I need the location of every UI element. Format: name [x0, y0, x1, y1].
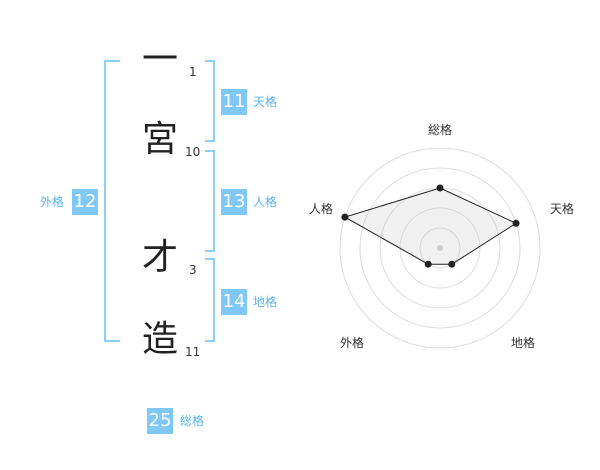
radar-axis-label-soukaku: 総格	[428, 123, 453, 137]
jinkaku-value-badge: 13	[221, 189, 247, 215]
chikaku-label: 地格	[253, 295, 278, 309]
radar-center-dot	[437, 245, 443, 251]
tenkaku-bracket	[205, 60, 215, 142]
radar-axis-label-gaikaku: 外格	[340, 336, 365, 350]
radar-series-area	[343, 187, 518, 265]
radar-ring	[359, 167, 521, 329]
stroke-count-2: 10	[185, 145, 201, 159]
gaikaku-label: 外格	[40, 195, 65, 209]
stroke-count-1: 1	[189, 65, 197, 79]
jinkaku-bracket	[205, 150, 215, 252]
stroke-count-4: 11	[185, 345, 201, 359]
name-char-1: 一	[141, 39, 178, 80]
tenkaku-label: 天格	[253, 95, 278, 109]
radar-chart	[339, 147, 541, 349]
radar-axis-label-tenkaku: 天格	[550, 202, 575, 216]
name-char-2: 宮	[141, 119, 178, 160]
stroke-count-3: 3	[189, 263, 197, 277]
radar-axis-label-jinkaku: 人格	[309, 202, 334, 216]
name-char-3: 才	[141, 237, 178, 278]
radar-grid	[339, 147, 541, 349]
radar-point-3	[424, 260, 432, 268]
soukaku-value-badge: 25	[147, 408, 173, 434]
gaikaku-value-badge: 12	[72, 189, 98, 215]
radar-series-points	[341, 184, 520, 268]
chikaku-value-badge: 14	[221, 289, 247, 315]
radar-ring	[419, 227, 461, 269]
radar-point-2	[448, 260, 456, 268]
tenkaku-value-badge: 11	[221, 89, 247, 115]
chikaku-bracket	[205, 258, 215, 342]
radar-axis-label-chikaku: 地格	[511, 336, 536, 350]
radar-point-0	[436, 184, 444, 192]
soukaku-label: 総格	[180, 414, 205, 428]
radar-point-4	[341, 213, 349, 221]
gaikaku-bracket	[104, 60, 120, 342]
radar-ring	[339, 147, 541, 349]
radar-point-1	[512, 219, 520, 227]
jinkaku-label: 人格	[253, 195, 278, 209]
name-char-4: 造	[141, 319, 178, 360]
